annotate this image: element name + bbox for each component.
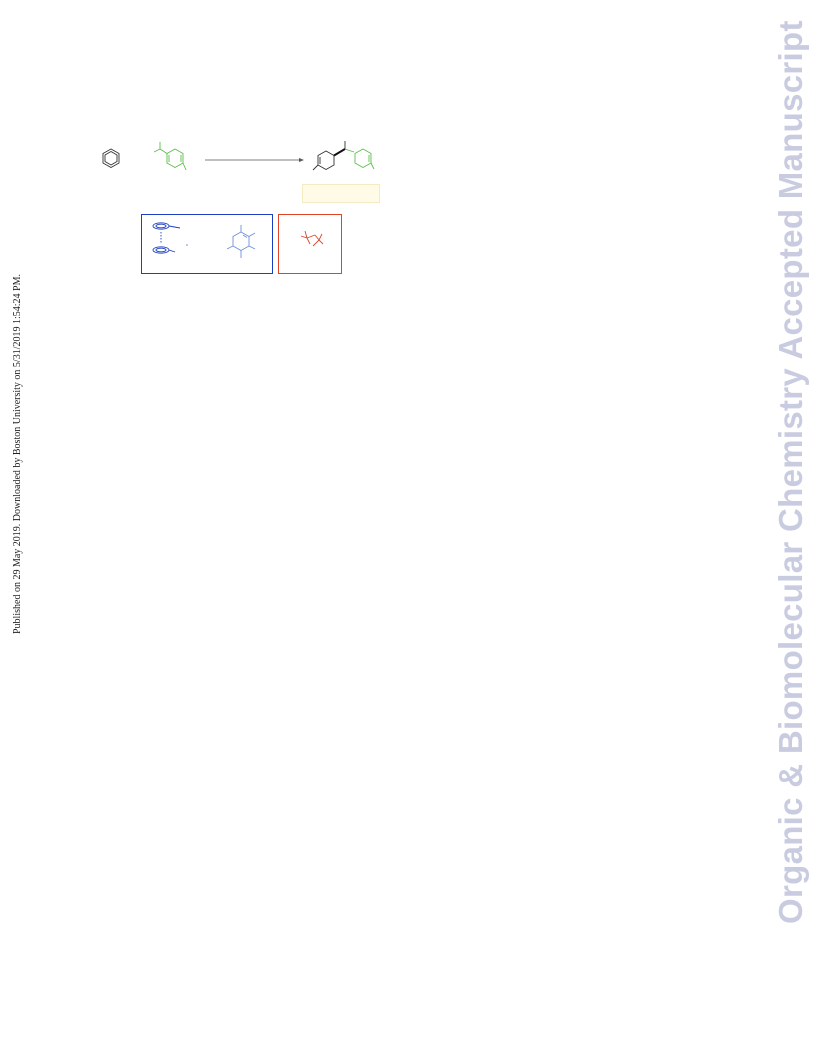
ligand-arene-structure xyxy=(226,225,256,258)
separator-dot xyxy=(186,244,188,246)
oxidant-panel xyxy=(278,214,342,274)
catalyst-panel xyxy=(141,214,273,274)
oxidant-structure xyxy=(300,230,324,247)
benzene-structure xyxy=(102,148,120,169)
conditions-highlight xyxy=(302,184,380,203)
metallocene-catalyst-structure xyxy=(152,222,181,254)
reaction-arrow xyxy=(205,158,304,162)
product-structure xyxy=(312,141,375,171)
aryl-reagent-structure xyxy=(153,142,187,171)
